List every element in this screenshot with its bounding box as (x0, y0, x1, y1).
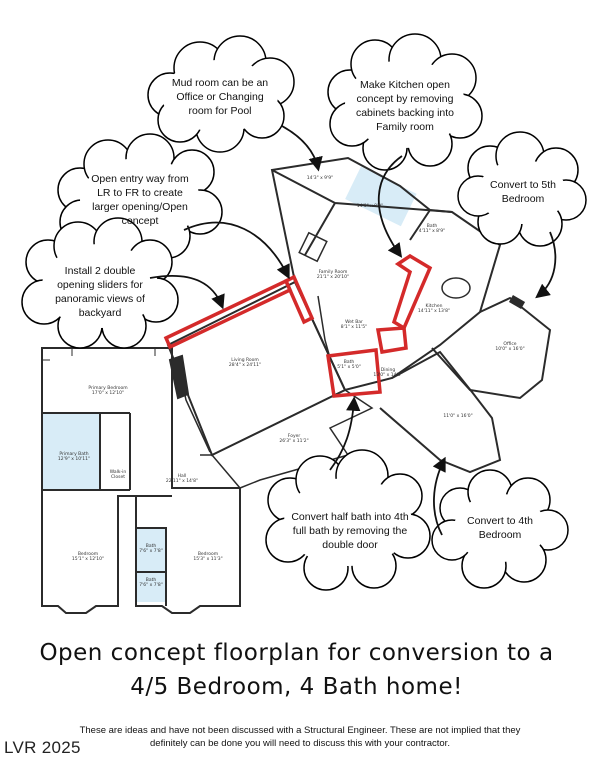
callout-sliders: Install 2 double opening sliders for pan… (55, 265, 145, 319)
room-living: Living Room 28'4" x 24'11" (228, 358, 262, 368)
room-primary-bedroom: Primary Bedroom 17'0" x 12'10" (88, 386, 128, 396)
bath-fill-upper (136, 528, 166, 572)
kitchen-island (441, 277, 471, 299)
bath-fill-top (345, 166, 417, 227)
room-walk-in-closet: Walk-in Closet (109, 470, 127, 480)
room-foyer: Foyer 26'3" x 11'2" (279, 434, 309, 444)
half-bath-highlight (326, 348, 382, 398)
room-laundry: 14'0" x 8'9" (356, 204, 384, 209)
room-office: Office 10'0" x 16'0" (495, 342, 525, 352)
stair (298, 231, 328, 263)
wet-bar-highlight (375, 326, 408, 355)
room-bath-top: Bath 4'11" x 8'9" (418, 224, 446, 234)
callout-kitchen: Make Kitchen open concept by removing ca… (355, 79, 455, 133)
fireplace (168, 354, 190, 400)
clouds (21, 33, 587, 591)
callout-fifth-bedroom: Convert to 5th Bedroom (490, 179, 556, 205)
cloud-fourth-bedroom (431, 469, 569, 589)
bath-fill-lower (136, 572, 166, 602)
room-bedroom-left: Bedroom 15'1" x 12'10" (71, 552, 105, 562)
cloud-fifth-bedroom (457, 131, 587, 247)
kitchen-highlight (391, 253, 433, 331)
room-bath-half: Bath 5'1" x 5'0" (337, 360, 361, 370)
room-bath-lower: Bath 7'6" x 7'8" (139, 578, 163, 588)
disclaimer: These are ideas and have not been discus… (79, 725, 521, 749)
room-bedroom-mid: Bedroom 15'3" x 11'3" (193, 552, 223, 562)
callout-fourth-bedroom: Convert to 4th Bedroom (467, 515, 533, 541)
room-bedroom-right: 11'0" x 16'0" (443, 414, 473, 419)
room-dining: Dining 13'0" x 14'0" (373, 368, 403, 378)
room-garage: 14'3" x 9'9" (306, 176, 334, 181)
room-bath-upper: Bath 7'6" x 7'8" (139, 544, 163, 554)
red-highlights (163, 253, 433, 398)
left-wing (41, 347, 241, 614)
room-family: Family Room 21'1" x 20'10" (316, 270, 350, 280)
upper-wing (270, 156, 502, 392)
callout-half-bath: Convert half bath into 4th full bath by … (291, 511, 409, 551)
callout-entry: Open entry way from LR to FR to create l… (91, 173, 189, 227)
central-wing (166, 280, 374, 489)
cloud-mud-room (147, 35, 295, 153)
office-fireplace (508, 295, 526, 309)
room-kitchen: Kitchen 14'11" x 13'8" (417, 304, 451, 314)
headline: Open concept floorplan for conversion to… (39, 640, 554, 700)
cloud-kitchen (327, 33, 483, 171)
watermark: LVR 2025 (4, 738, 81, 757)
entry-highlight (283, 274, 315, 325)
arrows (149, 125, 557, 536)
room-primary-bath: Primary Bath 12'9" x 10'11" (57, 452, 91, 462)
bath-fill-primary (42, 413, 100, 489)
room-hall: Hall 22'11" x 14'8" (165, 474, 199, 484)
room-wet-bar: Wet Bar 8'1" x 11'5" (340, 320, 368, 330)
callout-mud-room: Mud room can be an Office or Changing ro… (171, 77, 269, 117)
cloud-sliders (21, 217, 179, 349)
